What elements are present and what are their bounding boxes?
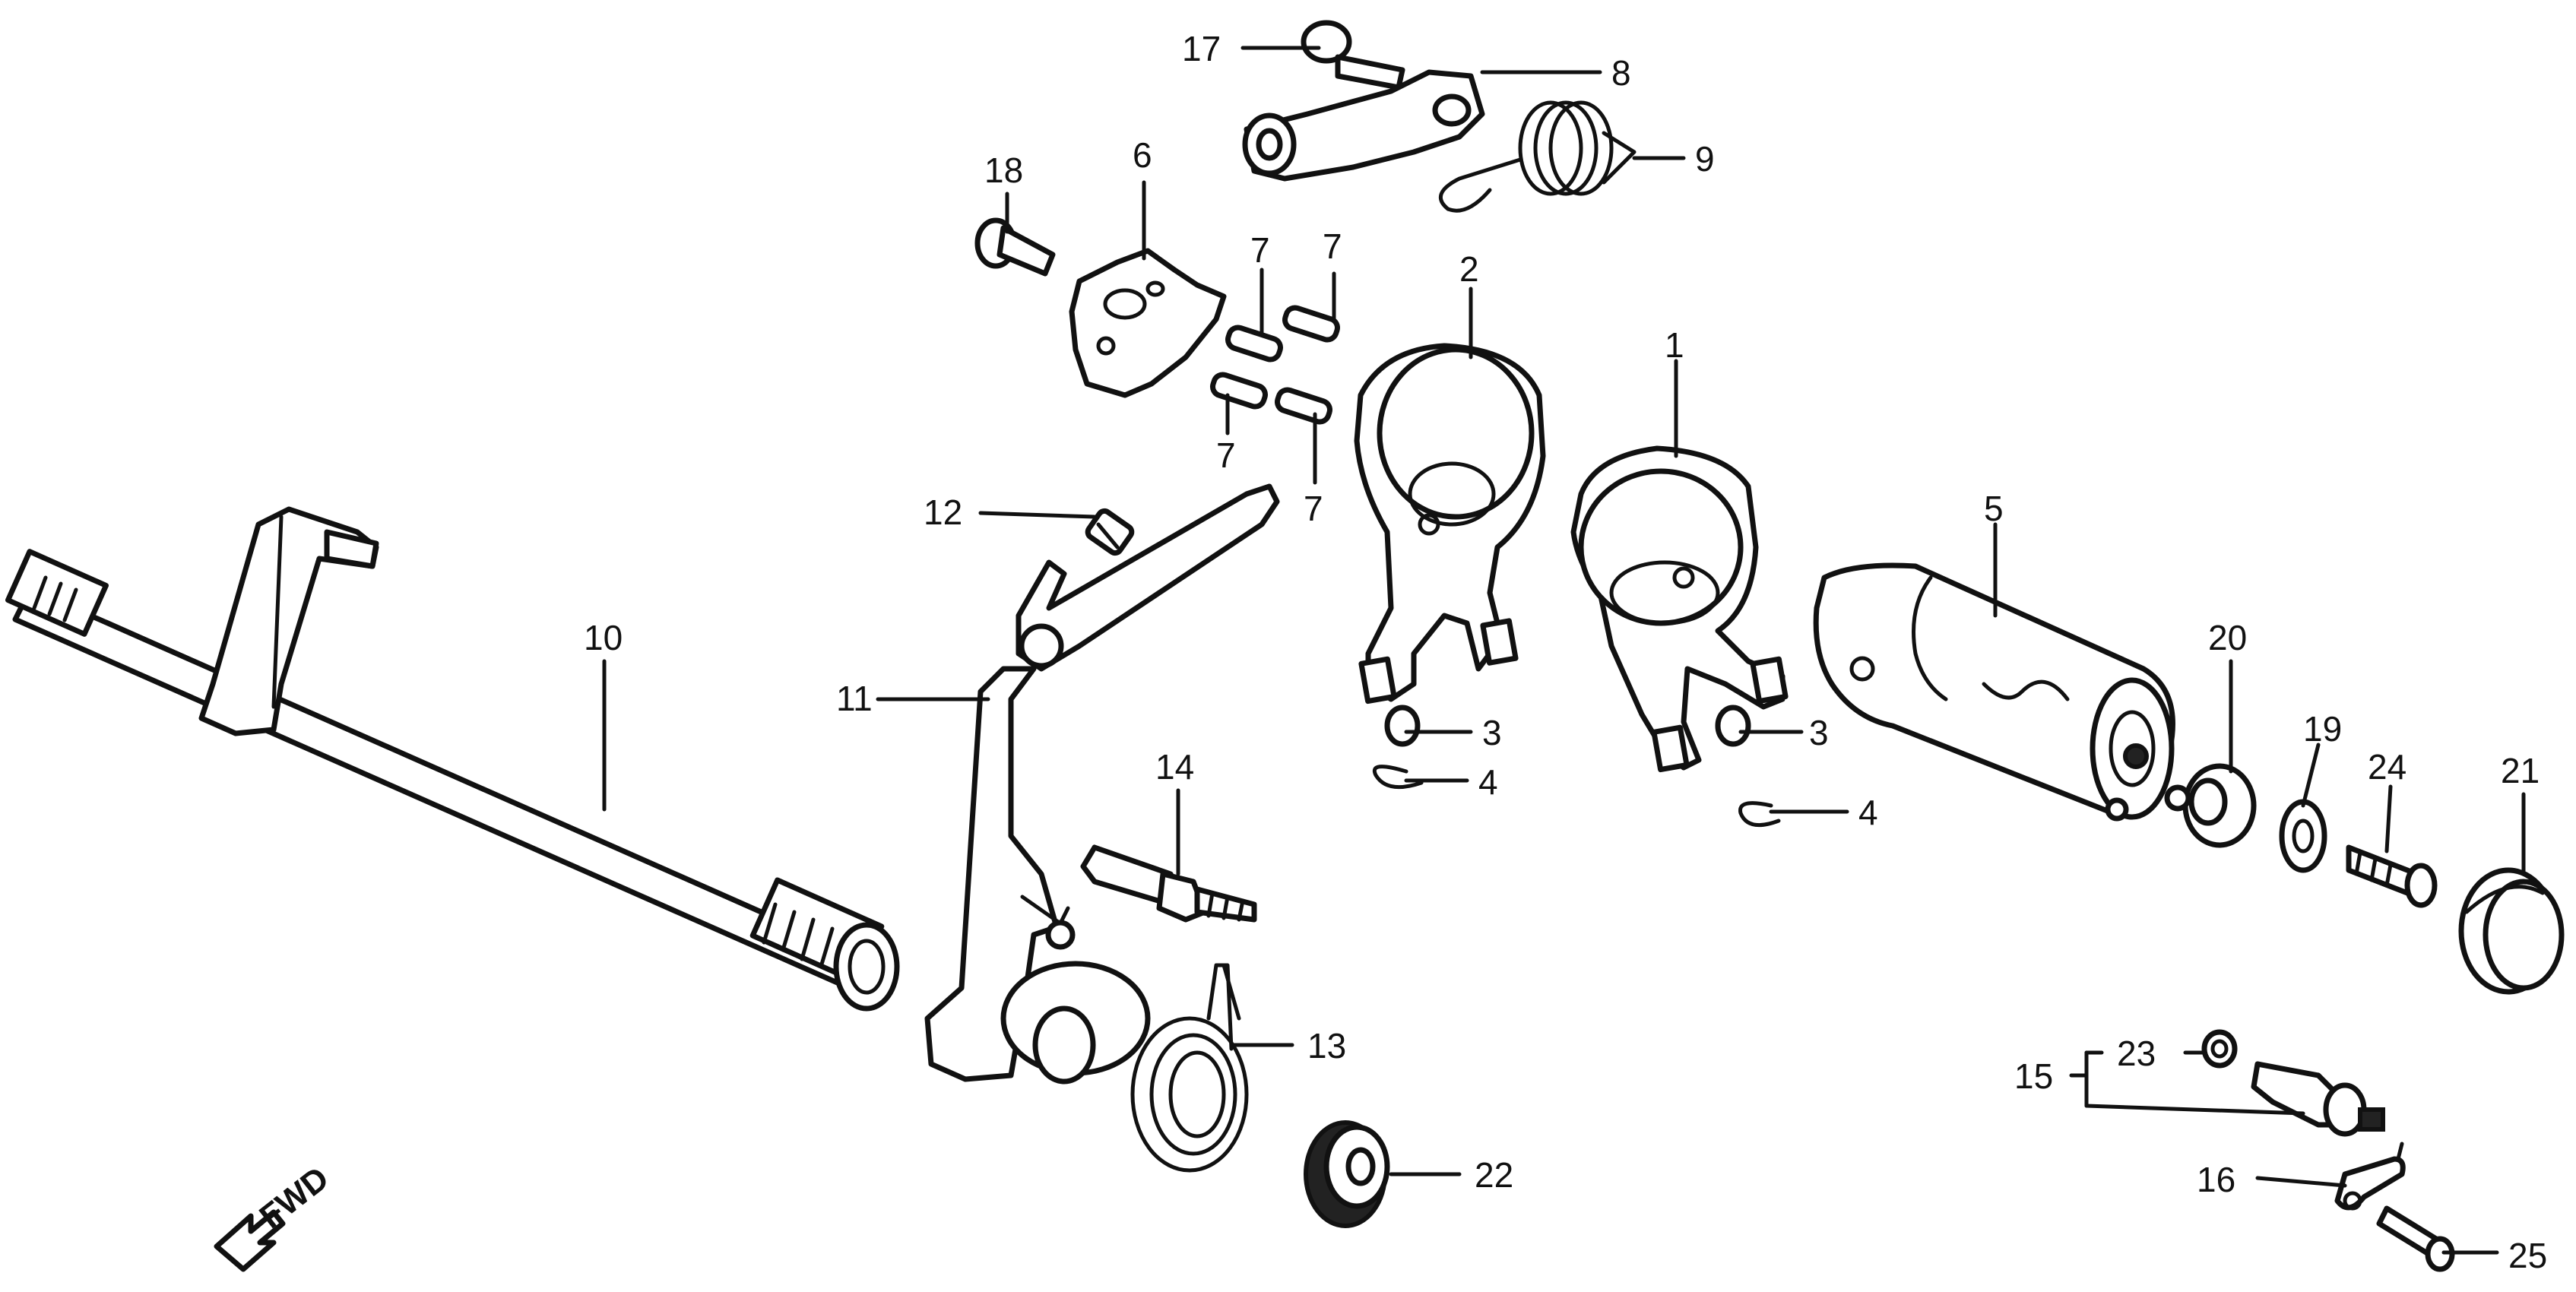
callout-24: 24 (2368, 747, 2406, 787)
switch-clamp (2334, 1142, 2406, 1211)
guide-plate (1069, 248, 1227, 398)
neutral-switch (2251, 1061, 2385, 1137)
drum-plate (2164, 763, 2257, 848)
callout-19: 19 (2303, 709, 2342, 749)
guide-pins (1384, 705, 1751, 747)
callout-12: 12 (924, 492, 962, 532)
callout-4-right: 4 (1858, 793, 1878, 832)
callout-16: 16 (2197, 1160, 2235, 1199)
callout-7-top-right: 7 (1323, 226, 1342, 266)
callout-1: 1 (1665, 325, 1684, 365)
callout-11: 11 (836, 679, 873, 718)
callout-8: 8 (1611, 53, 1631, 93)
screw-18 (974, 217, 1056, 277)
callout-13: 13 (1307, 1026, 1346, 1066)
callout-22: 22 (1475, 1155, 1513, 1195)
callout-15: 15 (2014, 1056, 2053, 1096)
shift-fork-1 (1570, 445, 1789, 773)
callout-3-right: 3 (1809, 713, 1829, 752)
callout-5: 5 (1984, 489, 2004, 528)
fwd-arrow: FWD (214, 1160, 336, 1272)
drum-stopper-arm (924, 483, 1280, 1085)
screw-25 (2376, 1205, 2455, 1272)
callout-2: 2 (1459, 249, 1479, 289)
callout-14: 14 (1155, 747, 1194, 787)
pins (1210, 305, 1340, 425)
callout-23: 23 (2117, 1034, 2156, 1073)
o-ring (2201, 1029, 2238, 1069)
shift-fork-2 (1354, 343, 1546, 705)
callout-10: 10 (584, 618, 623, 657)
callout-4-left: 4 (1478, 762, 1498, 802)
gearshift-drum (1813, 562, 2175, 822)
callout-20: 20 (2208, 618, 2247, 657)
callout-25: 25 (2508, 1236, 2547, 1275)
cotter-pins (1372, 765, 1781, 828)
stopper-spring (1439, 100, 1637, 213)
callout-7-bottom-left: 7 (1216, 435, 1236, 475)
callout-3-left: 3 (1482, 713, 1502, 752)
arm-pin (1085, 508, 1135, 556)
callout-6: 6 (1133, 135, 1152, 175)
callout-9: 9 (1695, 139, 1715, 179)
callout-17: 17 (1182, 29, 1221, 68)
washer-19 (2279, 799, 2327, 873)
callout-7-bottom-right: 7 (1304, 489, 1323, 528)
leader-lines (602, 46, 2526, 1255)
stopper-bolt (1080, 844, 1257, 923)
bolt-24 (2346, 844, 2438, 908)
fwd-arrow-icon (214, 1209, 286, 1272)
return-spring (1130, 963, 1249, 1173)
callout-18: 18 (984, 150, 1023, 190)
callout-21: 21 (2501, 751, 2540, 790)
drum-stopper (1242, 69, 1485, 182)
oil-seal (1304, 1120, 1390, 1228)
callout-numbers: 1 2 3 3 4 4 5 6 7 7 7 7 8 9 10 11 12 13 … (584, 29, 2547, 1275)
drum-cap (2458, 867, 2565, 995)
stopper-bolt-17 (1301, 20, 1405, 90)
callout-7-top-left: 7 (1250, 230, 1270, 270)
gearshift-spindle (5, 506, 900, 1012)
